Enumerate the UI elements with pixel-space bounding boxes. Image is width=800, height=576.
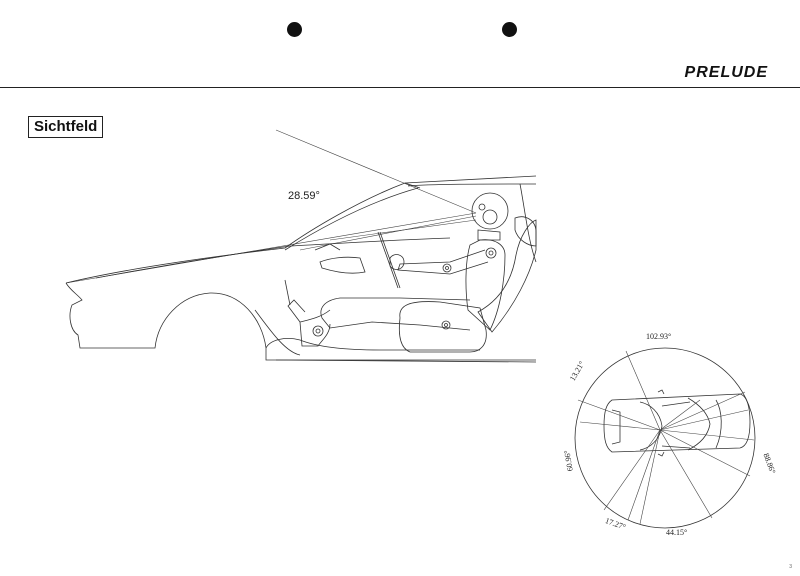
vision-circle — [574, 347, 756, 529]
driver-seat — [398, 216, 537, 353]
car-body-outline — [65, 175, 537, 363]
driver-mannequin — [284, 192, 509, 347]
side-view-angle-label: 28.59° — [288, 190, 320, 202]
page-number: 3 — [789, 564, 792, 570]
punch-hole-right — [502, 22, 517, 37]
angle-label-bottom: 44.15° — [666, 528, 688, 537]
section-title: Sichtfeld — [28, 116, 104, 138]
top-view-car — [603, 389, 751, 457]
brand-logo: PRELUDE — [684, 64, 768, 81]
header-divider — [0, 87, 800, 88]
punch-hole-left — [287, 22, 302, 37]
angle-label-top: 102.93° — [646, 332, 672, 341]
vision-rays — [577, 350, 755, 525]
